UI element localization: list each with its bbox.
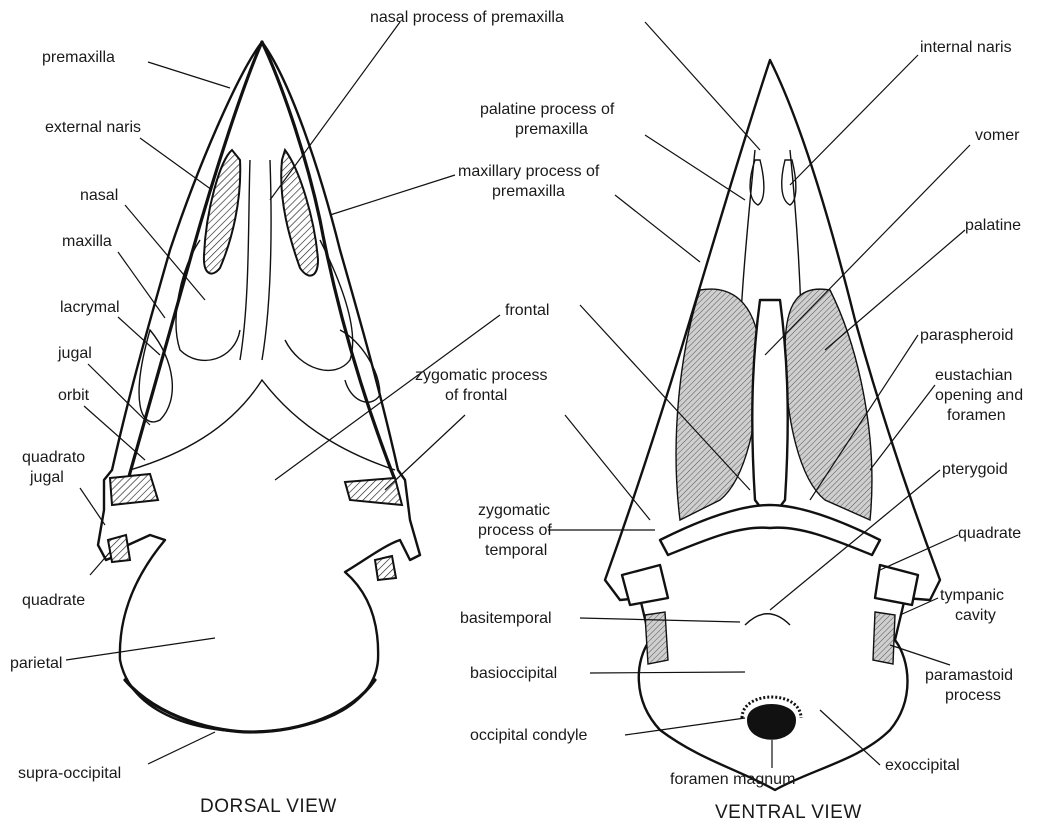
label-maxillary-process-2: premaxilla (492, 183, 565, 200)
label-basioccipital: basioccipital (470, 665, 557, 682)
label-tympanic-1: tympanic (940, 587, 1004, 604)
caption-ventral-view: VENTRAL VIEW (715, 802, 862, 823)
label-frontal: frontal (505, 302, 549, 319)
label-eustachian-3: foramen (947, 407, 1006, 424)
label-eustachian-1: eustachian (935, 367, 1012, 384)
ventral-vomer (752, 300, 787, 520)
label-occipital-condyle: occipital condyle (470, 727, 588, 744)
label-exoccipital: exoccipital (885, 757, 960, 774)
dorsal-skull (98, 42, 420, 732)
label-quadrate-dorsal: quadrate (22, 592, 85, 609)
label-palatine-process-2: premaxilla (515, 121, 588, 138)
ventral-skull (605, 60, 940, 790)
label-jugal: jugal (57, 345, 92, 362)
label-zygomatic-frontal-2: of frontal (445, 387, 507, 404)
label-zygomatic-temporal-2: process of (478, 522, 552, 539)
label-external-naris: external naris (45, 119, 141, 136)
dorsal-quadratojugal-left (110, 474, 158, 505)
dorsal-skull-outline (98, 42, 420, 732)
label-zygomatic-temporal-1: zygomatic (478, 502, 550, 519)
label-quadrato: quadrato (22, 449, 85, 466)
caption-dorsal-view: DORSAL VIEW (200, 796, 337, 817)
label-premaxilla: premaxilla (42, 49, 115, 66)
label-pterygoid: pterygoid (942, 461, 1008, 478)
label-paramastoid-1: paramastoid (925, 667, 1013, 684)
dorsal-quadrate-left (108, 535, 130, 562)
label-basitemporal: basitemporal (460, 610, 552, 627)
label-internal-naris: internal naris (920, 39, 1012, 56)
label-vomer: vomer (975, 127, 1020, 144)
label-supra-occipital: supra-occipital (18, 765, 121, 782)
dorsal-quadrate-right (375, 556, 396, 580)
label-zygomatic-temporal-3: temporal (485, 542, 547, 559)
ventral-foramen-magnum (748, 705, 795, 739)
label-palatine: palatine (965, 217, 1021, 234)
label-foramen-magnum: foramen magnum (670, 771, 795, 788)
label-parietal: parietal (10, 655, 62, 672)
label-parasphenoid: paraspheroid (920, 327, 1013, 344)
label-eustachian-2: opening and (935, 387, 1023, 404)
label-orbit: orbit (58, 387, 90, 404)
label-paramastoid-2: process (945, 687, 1001, 704)
label-quadrato-jugal: jugal (29, 469, 64, 486)
label-zygomatic-frontal-1: zygomatic process (415, 367, 548, 384)
label-palatine-process-1: palatine process of (480, 101, 615, 118)
label-nasal-process: nasal process of premaxilla (370, 9, 564, 26)
label-lacrymal: lacrymal (60, 299, 120, 316)
ventral-tympanic-right (873, 612, 895, 664)
label-maxilla: maxilla (62, 233, 112, 250)
label-nasal: nasal (80, 187, 118, 204)
label-tympanic-2: cavity (955, 607, 996, 624)
label-maxillary-process-1: maxillary process of (458, 163, 600, 180)
label-quadrate-ventral: quadrate (958, 525, 1021, 542)
